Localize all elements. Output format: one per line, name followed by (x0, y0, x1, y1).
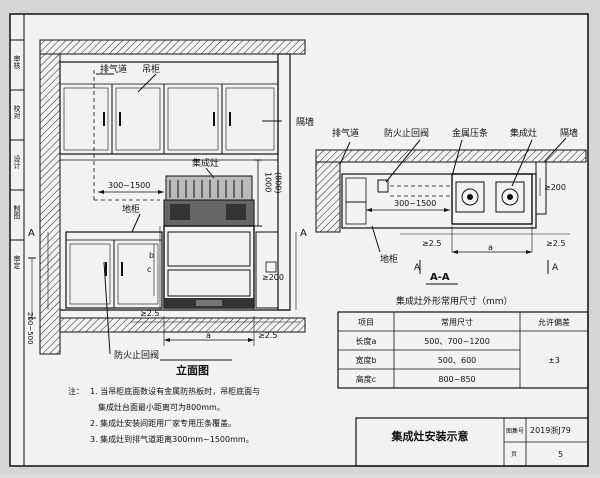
label-partition-wall: 隔墙 (296, 116, 314, 128)
table-tolerance: ±3 (548, 356, 560, 365)
elevation-title: 立面图 (176, 363, 209, 377)
plan-dim-a: a (488, 243, 493, 252)
table-cell: 长度a (356, 336, 377, 346)
dim-height-200-500: 200~500 (26, 312, 34, 345)
page-label: 页 (511, 451, 517, 458)
plan-dim-ge25-left: ≥2.5 (422, 239, 441, 248)
side-strip-item: 制图 (13, 204, 21, 220)
plan-dim-300-1500: 300~1500 (394, 199, 436, 208)
dim-800-alt: (800) (274, 172, 283, 194)
side-strip-item: 审定 (13, 254, 21, 270)
plan-label-wall: 隔墙 (560, 127, 578, 139)
note-line: 3. 集成灶到排气道距离300mm~1500mm。 (90, 434, 254, 444)
table-header: 项目 (358, 318, 374, 327)
page-number: 5 (558, 450, 563, 459)
label-hanging-cabinet: 吊柜 (142, 63, 160, 75)
table-cell: 宽度b (355, 355, 376, 365)
back-wall (315, 149, 587, 163)
side-strip-item: 审核 (13, 54, 21, 70)
dim-a: a (206, 331, 211, 340)
integrated-stove-elevation (163, 175, 255, 309)
atlas-number-label: 图集号 (506, 427, 524, 435)
dim-ge25-left: ≥2.5 (140, 309, 159, 318)
plan-title: A-A (430, 272, 450, 283)
left-wall (39, 53, 61, 355)
plan-label-exhaust-duct: 排气道 (332, 127, 359, 139)
letter-c: c (147, 265, 151, 274)
letter-b: b (149, 251, 154, 260)
exhaust-duct-section (315, 161, 341, 233)
plan-section-mark-right: A (552, 263, 559, 273)
plan-section-mark-left: A (414, 263, 421, 273)
side-title-strip: 审核 校对 设计 制图 审定 (10, 14, 25, 466)
table-header: 允许偏差 (538, 317, 570, 327)
plan-label-fire-valve: 防火止回阀 (384, 127, 429, 139)
integrated-stove-plan (451, 173, 533, 225)
dimension-table: 集成灶外形常用尺寸（mm） 项目 常用尺寸 允许偏差 长度a 500、700~1… (337, 295, 589, 389)
label-base-cabinet: 地柜 (122, 203, 140, 215)
dim-ge25-right: ≥2.5 (258, 331, 277, 340)
atlas-number: 2019浙J79 (530, 425, 571, 435)
section-mark-a-left: A (28, 228, 35, 239)
dim-ge200: ≥200 (262, 273, 284, 282)
table-cell: 高度c (356, 374, 376, 384)
side-strip-item: 校对 (13, 104, 21, 119)
note-line: 1. 当吊柜底面数设有金属防热板时，吊柜底面与 (90, 386, 260, 396)
title-block: 集成灶安装示意 图集号 2019浙J79 页 5 (355, 417, 589, 467)
side-strip-item: 设计 (13, 154, 21, 170)
plan-label-stove: 集成灶 (510, 127, 537, 139)
ceiling-slab (39, 39, 306, 55)
table-cell: 500、700~1200 (424, 337, 490, 346)
floor-slab (59, 317, 306, 333)
plan-label-base-cabinet: 地柜 (380, 253, 398, 265)
elevation-drawing: 排气道 吊柜 隔墙 集成灶 300~1500 1000 (800) 地柜 b c… (26, 39, 314, 377)
dim-1000: 1000 (264, 172, 273, 192)
label-fire-valve: 防火止回阀 (114, 349, 159, 361)
plan-label-metal-strip: 金属压条 (452, 127, 488, 139)
plan-section-drawing: 排气道 防火止回阀 金属压条 集成灶 隔墙 ≥200 300~1500 ≥2.5… (315, 127, 587, 285)
table-title: 集成灶外形常用尺寸（mm） (396, 295, 513, 307)
dim-300-1500: 300~1500 (108, 181, 150, 190)
section-mark-a-right: A (300, 228, 307, 239)
notes-prefix: 注： (68, 386, 84, 396)
plan-dim-ge25-right: ≥2.5 (546, 239, 565, 248)
table-cell: 800~850 (438, 375, 475, 384)
label-exhaust-duct: 排气道 (100, 63, 127, 75)
drawing-title: 集成灶安装示意 (391, 429, 469, 443)
table-header: 常用尺寸 (441, 317, 473, 327)
plan-dim-ge200: ≥200 (544, 183, 566, 192)
notes-block: 注： 1. 当吊柜底面数设有金属防热板时，吊柜底面与 集成灶台面最小距离可为80… (68, 386, 260, 444)
label-integrated-stove: 集成灶 (192, 157, 219, 169)
note-line: 2. 集成灶安装间距用厂家专用压条覆盖。 (90, 418, 236, 428)
table-cell: 500、600 (438, 356, 477, 365)
note-line: 集成灶台面最小距离可为800mm。 (98, 402, 225, 412)
